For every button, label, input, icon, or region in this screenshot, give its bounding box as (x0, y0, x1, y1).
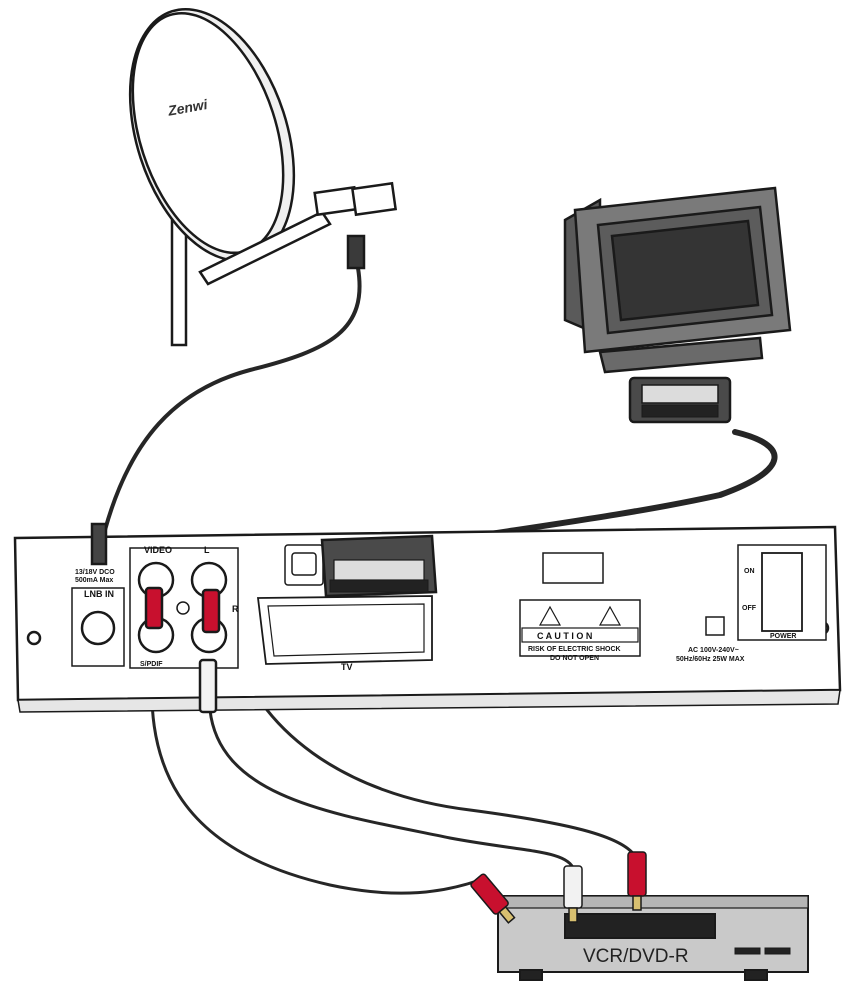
power-switch[interactable] (737, 544, 827, 641)
lnb-in-port[interactable] (71, 522, 125, 667)
caution-do-not-open: DO NOT OPEN (550, 655, 599, 662)
lnb-in-label: LNB IN (84, 589, 114, 599)
serial-label-window (542, 552, 604, 584)
dish-brand-label: Zenwi (166, 96, 210, 119)
satellite-coax-cable (103, 266, 362, 532)
serial-port[interactable] (284, 544, 324, 586)
vcr-plug-red (627, 851, 647, 911)
vcr-dvd-recorder: VCR/DVD-R (497, 895, 809, 981)
audio-left-label: L (204, 545, 210, 555)
tv-screen (610, 219, 760, 322)
lnb-connector (346, 234, 366, 270)
power-on-label: ON (744, 568, 755, 575)
video-label: VIDEO (144, 545, 172, 555)
power-off-label: OFF (742, 605, 757, 612)
vcr-plug-video (470, 873, 516, 924)
tv-stand (598, 336, 764, 374)
lnb-in-jack (80, 610, 116, 646)
tv-scart-socket[interactable] (256, 595, 433, 665)
caution-label (519, 599, 641, 657)
vcr-label: VCR/DVD-R (583, 946, 689, 967)
ac-frequency: 50Hz/60Hz 25W MAX (676, 656, 745, 663)
vcr-foot-left (519, 969, 543, 981)
satellite-receiver: 13/18V DCO 500mA Max LNB IN VIDEO L R S/… (13, 522, 842, 714)
lnb-note-voltage: 13/18V DCO (75, 569, 115, 576)
power-inlet (705, 616, 725, 636)
lnb (313, 185, 359, 217)
caution-shock: RISK OF ELECTRIC SHOCK (528, 646, 621, 653)
vcr-foot-right (744, 969, 768, 981)
vcr-plug-white (563, 865, 583, 923)
receiver-scart-plug (320, 534, 438, 598)
rca-plug-red (201, 588, 221, 634)
power-label: POWER (770, 633, 796, 640)
vcr-display (564, 913, 716, 939)
rca-cable-white (208, 708, 576, 872)
audio-right-label: R (232, 604, 239, 614)
ac-rating: AC 100V-240V~ (688, 647, 739, 654)
screw-left (26, 630, 42, 646)
rca-plug-video (144, 586, 164, 630)
rca-plug-white (198, 658, 218, 714)
vcr-rca-plugs (470, 851, 647, 924)
television (563, 186, 792, 424)
lnb-horn (350, 181, 398, 217)
coax-plug (90, 522, 108, 566)
satellite-dish: Zenwi (128, 7, 398, 347)
caution-title: C A U T I O N (537, 631, 592, 641)
dish-arm (198, 210, 332, 286)
rca-cable-video (150, 643, 482, 895)
tv-port-label: TV (341, 662, 353, 672)
lnb-note-current: 500mA Max (75, 577, 113, 584)
spdif-label: S/PDIF (140, 661, 163, 668)
